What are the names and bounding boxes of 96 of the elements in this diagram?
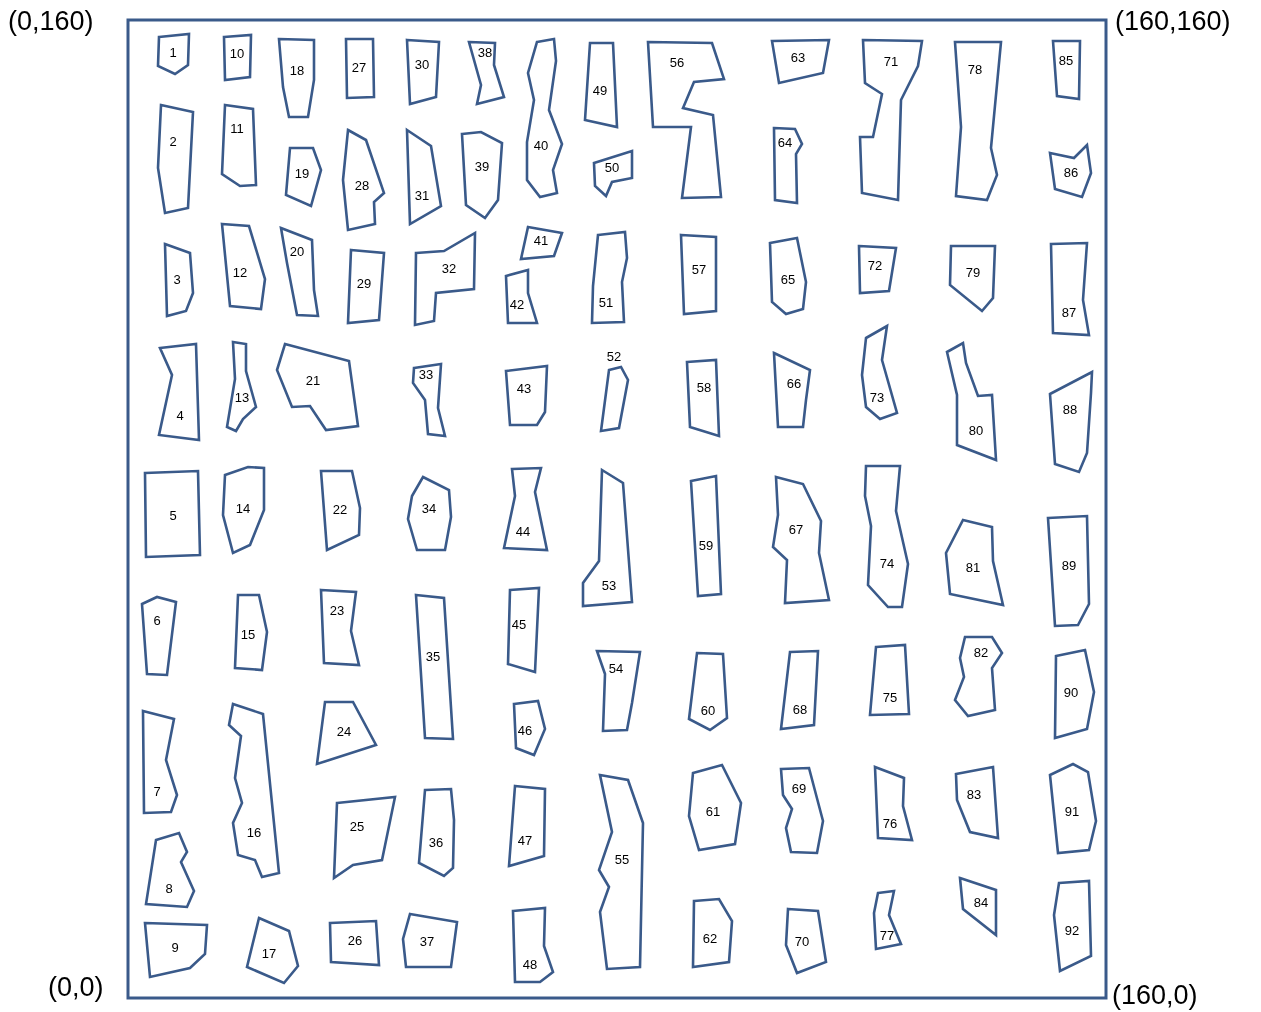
region-number: 8: [165, 882, 173, 896]
region-number: 10: [229, 47, 245, 61]
region-number: 60: [700, 704, 716, 718]
region-number: 58: [696, 381, 712, 395]
region-number: 80: [968, 424, 984, 438]
region-number: 56: [669, 56, 685, 70]
region-number: 74: [879, 557, 895, 571]
corner-coordinate: (0,160): [8, 6, 94, 36]
region-number: 22: [332, 503, 348, 517]
region-number: 15: [240, 628, 256, 642]
region-number: 17: [261, 947, 277, 961]
region-number: 68: [792, 703, 808, 717]
region-number: 30: [414, 58, 430, 72]
region-number: 88: [1062, 403, 1078, 417]
region-number: 2: [169, 135, 177, 149]
region-number: 66: [786, 377, 802, 391]
region-number: 26: [347, 934, 363, 948]
region-number: 6: [153, 614, 161, 628]
region-number: 52: [606, 350, 622, 364]
region-number: 83: [966, 788, 982, 802]
region-number: 90: [1063, 686, 1079, 700]
region-number: 55: [614, 853, 630, 867]
region-number: 45: [511, 618, 527, 632]
region-number: 62: [702, 932, 718, 946]
region-number: 11: [230, 122, 244, 136]
region-number: 70: [794, 935, 810, 949]
region-number: 53: [601, 579, 617, 593]
region-number: 3: [173, 273, 181, 287]
region-number: 20: [289, 245, 305, 259]
region-number: 50: [604, 161, 620, 175]
region-number: 12: [232, 266, 248, 280]
region-number: 47: [517, 834, 533, 848]
region-number: 77: [879, 929, 895, 943]
region-number: 31: [414, 189, 430, 203]
region-number: 91: [1064, 805, 1080, 819]
region-number: 28: [354, 179, 370, 193]
corner-coordinate: (160,160): [1115, 6, 1231, 36]
region-number: 37: [419, 935, 435, 949]
region-number: 24: [336, 725, 352, 739]
region-number: 85: [1058, 54, 1074, 68]
region-number: 51: [598, 296, 614, 310]
region-number: 27: [351, 61, 367, 75]
region-number: 14: [235, 502, 251, 516]
region-number: 89: [1061, 559, 1077, 573]
region-number: 92: [1064, 924, 1080, 938]
region-number: 61: [705, 805, 721, 819]
region-number: 35: [425, 650, 441, 664]
region-number: 64: [777, 136, 793, 150]
region-number: 18: [289, 64, 305, 78]
region-number: 36: [428, 836, 444, 850]
region-number: 19: [294, 167, 310, 181]
region-number: 33: [418, 368, 434, 382]
region-number: 67: [788, 523, 804, 537]
region-number: 44: [515, 525, 531, 539]
region-number: 57: [691, 263, 707, 277]
region-number: 13: [234, 391, 250, 405]
region-number: 43: [516, 382, 532, 396]
region-number: 59: [698, 539, 714, 553]
region-number: 4: [176, 409, 184, 423]
region-number: 34: [421, 502, 437, 516]
region-number: 87: [1061, 306, 1077, 320]
region-number: 46: [517, 724, 533, 738]
region-number: 63: [790, 51, 806, 65]
region-number: 25: [349, 820, 365, 834]
region-number: 39: [474, 160, 490, 174]
region-number: 82: [973, 646, 989, 660]
region-number: 81: [965, 561, 981, 575]
region-number: 78: [967, 63, 983, 77]
region-number: 38: [477, 46, 493, 60]
region-number: 9: [171, 941, 179, 955]
region-number: 40: [533, 139, 549, 153]
region-number: 73: [869, 391, 885, 405]
region-number: 48: [522, 958, 538, 972]
region-number: 42: [509, 298, 525, 312]
region-number: 23: [329, 604, 345, 618]
region-number: 41: [533, 234, 549, 248]
region-number: 29: [356, 277, 372, 291]
region-number: 32: [441, 262, 457, 276]
region-number: 69: [791, 782, 807, 796]
corner-coordinate: (0,0): [48, 972, 104, 1002]
region-number: 49: [592, 84, 608, 98]
region-number: 21: [305, 374, 321, 388]
region-number: 7: [153, 785, 161, 799]
region-number: 54: [608, 662, 624, 676]
region-number: 1: [169, 46, 177, 60]
region-number: 16: [246, 826, 262, 840]
region-number: 84: [973, 896, 989, 910]
region-number: 72: [867, 259, 883, 273]
corner-coordinate: (160,0): [1112, 980, 1198, 1010]
region-number: 79: [965, 266, 981, 280]
region-number: 76: [882, 817, 898, 831]
region-number: 75: [882, 691, 898, 705]
region-number: 71: [883, 55, 899, 69]
region-number: 5: [169, 509, 177, 523]
region-number: 86: [1063, 166, 1079, 180]
region-number: 65: [780, 273, 796, 287]
